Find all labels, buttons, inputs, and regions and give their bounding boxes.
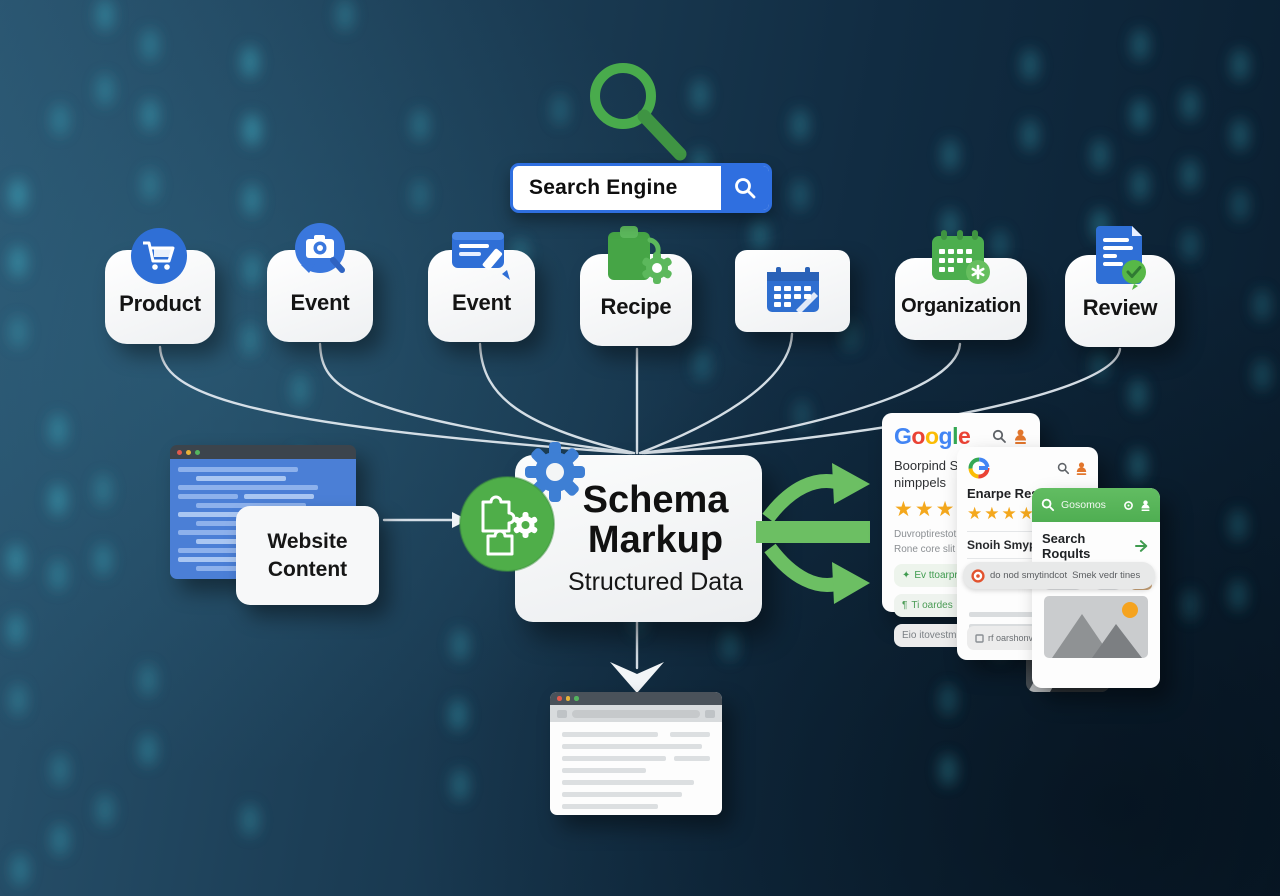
skeleton-line bbox=[562, 804, 658, 809]
search-input[interactable]: Search Engine bbox=[529, 176, 678, 199]
skeleton-line bbox=[670, 732, 710, 737]
skeleton-line bbox=[178, 494, 238, 499]
skeleton-line bbox=[562, 756, 666, 761]
page-skeleton bbox=[550, 722, 722, 815]
settings-icon bbox=[1124, 500, 1133, 510]
review-doc-icon bbox=[1096, 226, 1146, 290]
skeleton-line bbox=[196, 476, 286, 481]
skeleton-line bbox=[562, 732, 658, 737]
skeleton-line bbox=[178, 548, 274, 553]
magnifier-icon bbox=[590, 63, 687, 161]
search-bar[interactable]: Search Engine bbox=[510, 163, 772, 213]
maximize-dot bbox=[574, 696, 579, 701]
skeleton-line bbox=[196, 503, 306, 508]
skeleton-line bbox=[562, 744, 702, 749]
card-label: Recipe bbox=[600, 294, 672, 319]
search-icon bbox=[992, 429, 1006, 443]
rich-snippet-bar: do nod smytindcot Smek vedr tines bbox=[963, 562, 1155, 589]
skeleton-line bbox=[969, 612, 1084, 617]
skeleton-line bbox=[562, 792, 682, 797]
calendar-icon bbox=[766, 267, 819, 314]
puzzle-gear-icon bbox=[459, 476, 555, 572]
minimize-dot bbox=[565, 696, 570, 701]
image-placeholder-light bbox=[1044, 596, 1148, 658]
skeleton-line bbox=[196, 566, 266, 571]
website-content-line1: Website bbox=[267, 530, 348, 554]
search-icon bbox=[1041, 498, 1055, 512]
account-icon bbox=[1141, 499, 1150, 511]
skeleton-line bbox=[674, 756, 710, 761]
account-icon bbox=[1076, 461, 1087, 475]
schema-subtitle: Structured Data bbox=[567, 568, 744, 597]
skeleton-line bbox=[562, 768, 646, 773]
schema-title-line2: Markup bbox=[587, 519, 724, 561]
badge-icon bbox=[971, 568, 985, 583]
website-content-line2: Content bbox=[267, 557, 348, 581]
gear-icon bbox=[525, 442, 585, 502]
org-calendar-icon bbox=[932, 230, 990, 284]
skeleton-line bbox=[196, 539, 256, 544]
google-g-icon bbox=[968, 457, 990, 479]
schema-title-line1: Schema bbox=[582, 478, 729, 521]
google-logo: Google bbox=[894, 423, 971, 449]
skeleton-line bbox=[178, 485, 318, 490]
result-title-line2: nimppels bbox=[894, 474, 947, 490]
schema-type-card-calendar[interactable] bbox=[735, 250, 850, 332]
card-label: Event bbox=[452, 290, 511, 315]
back-button[interactable] bbox=[557, 709, 567, 718]
skeleton-line bbox=[178, 467, 298, 472]
result-desc-line1: Duvroptirestot a bbox=[894, 528, 965, 540]
address-bar[interactable] bbox=[572, 709, 700, 718]
arrow-down-head bbox=[610, 662, 664, 693]
card-label: Organization bbox=[901, 294, 1021, 317]
snippet-text-left: do nod smytindcot bbox=[990, 570, 1068, 581]
address-bar-row bbox=[550, 705, 722, 722]
close-dot bbox=[557, 696, 562, 701]
green-search-header: Gosomos bbox=[1032, 488, 1160, 522]
clipboard-gear-icon bbox=[608, 226, 672, 284]
schema-type-card-organization[interactable]: Organization bbox=[895, 258, 1027, 340]
header-query-text[interactable]: Gosomos bbox=[1061, 499, 1106, 511]
account-icon bbox=[1015, 429, 1026, 444]
chevron-right-icon[interactable] bbox=[1135, 540, 1150, 552]
star-rating: ★★★★★ bbox=[967, 504, 1054, 523]
website-content-card: Website Content bbox=[236, 506, 379, 605]
search-button[interactable] bbox=[721, 166, 769, 210]
skeleton-line bbox=[244, 494, 314, 499]
skeleton-line bbox=[562, 780, 694, 785]
cart-icon bbox=[131, 228, 187, 284]
result-desc-line2: Rone core slit mo bbox=[894, 543, 972, 555]
camera-search-icon bbox=[295, 223, 345, 273]
close-dot bbox=[177, 449, 182, 455]
card-label: Product bbox=[119, 291, 201, 316]
output-arrows bbox=[756, 463, 870, 604]
doc-icon bbox=[975, 633, 984, 643]
search-results-heading: Search Roqults bbox=[1042, 531, 1091, 561]
search-icon bbox=[735, 178, 756, 199]
snippet-text-right: Smek vedr tines bbox=[1072, 570, 1141, 581]
card-label: Event bbox=[290, 290, 350, 315]
result-page-window bbox=[550, 692, 722, 815]
minimize-dot bbox=[186, 449, 191, 455]
card-label: Review bbox=[1082, 295, 1158, 320]
mountain-graphic bbox=[1052, 602, 1142, 658]
window-titlebar bbox=[550, 692, 722, 705]
star-rating: ★★★★ bbox=[894, 497, 978, 521]
result-title-line1: Boorpind Sser bbox=[894, 458, 977, 473]
window-titlebar bbox=[170, 445, 356, 459]
maximize-dot bbox=[195, 449, 200, 455]
ticket-edit-icon bbox=[452, 232, 510, 280]
search-icon bbox=[1057, 462, 1070, 474]
menu-button[interactable] bbox=[705, 709, 715, 718]
